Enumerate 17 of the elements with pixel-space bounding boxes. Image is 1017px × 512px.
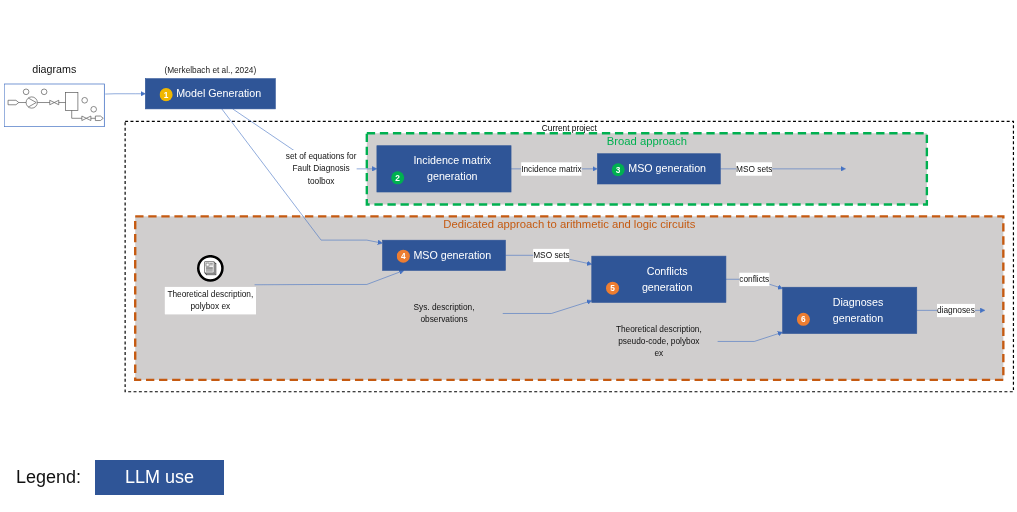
legend-key: LLM use: [95, 460, 225, 495]
caption-text: (Merkelbach et al., 2024): [164, 65, 257, 76]
node-box: 2 Incidence matrix generation: [376, 145, 512, 193]
node-text: Sys. description, observations: [413, 302, 475, 325]
edge-label: MSO sets: [533, 250, 570, 260]
edge-label: Incidence matrix: [521, 163, 582, 174]
edge-label: conflicts: [739, 274, 770, 284]
node-box: 5 Conflicts generation: [591, 255, 727, 303]
node-box: 3 MSO generation: [597, 153, 721, 185]
node-box: 6 Diagnoses generation: [782, 286, 918, 334]
node-box: 4 MSO generation: [382, 239, 506, 271]
legend-heading: Legend:: [16, 467, 82, 488]
edge-label: diagnoses: [936, 305, 975, 315]
node-text: Theoretical description, pseudo-code, polybox ex: [615, 323, 702, 359]
node-box: 1 Model Generation: [145, 78, 276, 110]
edge-label: MSO sets: [736, 163, 773, 174]
edge-label: set of equations for Fault Diagnosis toolbox: [285, 151, 357, 186]
